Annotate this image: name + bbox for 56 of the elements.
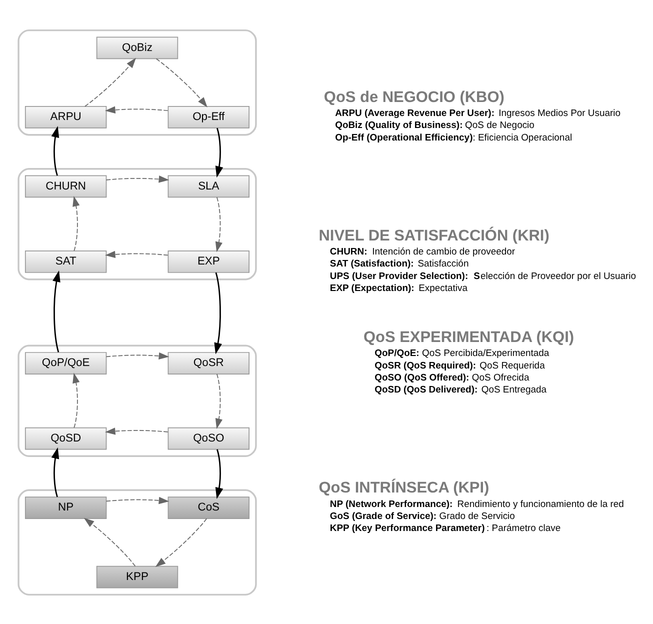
arrow xyxy=(215,373,222,428)
label: GoS (Grade of Service): Grado de Servicio xyxy=(330,510,515,522)
node-box: QoSD xyxy=(24,426,107,450)
cluster xyxy=(18,167,257,280)
label: QoS de NEGOCIO (KBO) xyxy=(324,88,504,106)
arrow xyxy=(215,127,224,178)
label: NP (Network Performance): Rendimiento y funcionamiento de la red xyxy=(330,498,624,510)
node-box: QoSR xyxy=(168,352,250,374)
label: EXP (Expectation): Expectativa xyxy=(330,282,468,294)
node-box: SLA xyxy=(168,174,250,198)
label: QoS EXPERIMENTADA (KQI) xyxy=(363,328,574,346)
arrow xyxy=(106,352,170,360)
arrow xyxy=(104,427,168,434)
arrow xyxy=(72,195,80,251)
arrow xyxy=(104,250,168,258)
arrow xyxy=(155,518,208,566)
node-box: ARPU xyxy=(24,106,107,128)
label: SAT (Satisfaction): Satisfacción xyxy=(330,258,469,270)
label: QoP/QoE: QoS Percibida/Experimentada xyxy=(374,348,550,359)
label: QoS INTRÍNSECA (KPI) xyxy=(318,479,490,496)
label: Op-Eff (Operational Efficiency): Eficiencia Operacional xyxy=(335,132,572,143)
cluster xyxy=(18,28,257,136)
arrow xyxy=(215,448,224,498)
label: QoBiz (Quality of Business): QoS de Negocio xyxy=(335,120,534,131)
node-box: CHURN xyxy=(24,174,107,198)
node-box: NP xyxy=(24,496,107,518)
node-box: SAT xyxy=(24,250,107,272)
node-box: QoBiz xyxy=(96,36,178,59)
node-box: QoSO xyxy=(168,426,250,450)
arrow xyxy=(51,126,60,176)
arrow xyxy=(84,517,136,566)
arrow xyxy=(106,175,170,182)
node-box: EXP xyxy=(168,250,250,272)
arrow xyxy=(51,446,60,497)
arrow xyxy=(214,272,222,354)
label: QoSR (QoS Required): QoS Requerida xyxy=(374,360,545,371)
arrow xyxy=(215,196,222,252)
arrow xyxy=(106,496,170,504)
cluster xyxy=(18,488,257,596)
cluster xyxy=(18,344,257,457)
arrow xyxy=(72,372,80,428)
arrow xyxy=(104,106,168,114)
node-box: QoP/QoE xyxy=(24,352,107,374)
label: KPP (Key Performance Parameter): Parámetro clave xyxy=(330,522,561,534)
label: CHURN: Intención de cambio de proveedor xyxy=(330,246,516,258)
node-box: Op-Eff xyxy=(168,106,250,128)
label: QoSD (QoS Delivered): QoS Entregada xyxy=(374,384,547,395)
label: UPS (User Provider Selection): Selección de Proveedor por el Usuario xyxy=(330,270,636,282)
arrow xyxy=(84,57,136,106)
node-box: CoS xyxy=(168,496,250,518)
node-box: KPP xyxy=(96,565,178,588)
label: ARPU (Average Revenue Per User): Ingresos Medios Por Usuario xyxy=(335,108,621,119)
label: NIVEL DE SATISFACCIÓN (KRI) xyxy=(318,227,550,244)
arrow xyxy=(52,270,60,352)
label: QoSO (QoS Offered): QoS Ofrecida xyxy=(374,372,530,383)
arrow xyxy=(156,58,208,107)
